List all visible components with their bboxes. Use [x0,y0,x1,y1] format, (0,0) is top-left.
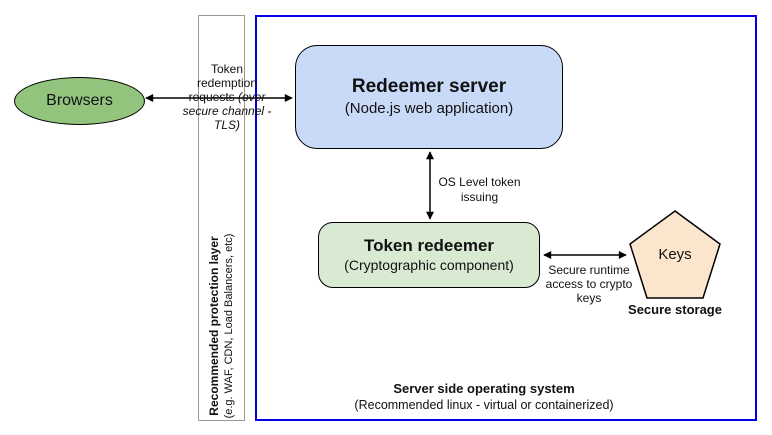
os-boundary-caption: Server side operating system (Recommende… [249,381,719,413]
browsers-ellipse: Browsers [14,77,145,125]
redeemer-server-box: Redeemer server (Node.js web application… [295,45,563,149]
label-token-redemption-requests: Token redemption requests (over secure c… [180,62,274,132]
secure-storage-caption: Secure storage [628,302,722,317]
token-redeemer-title: Token redeemer [363,235,495,255]
token-redeemer-subtitle: (Cryptographic component) [344,257,514,274]
label-os-level-token-issuing: OS Level token issuing [438,175,521,204]
keys-label: Keys [658,246,692,263]
os-boundary-subtitle: (Recommended linux - virtual or containe… [354,398,614,412]
protection-layer-title: Recommended protection layer [206,236,221,416]
label-token-redemption-requests-text: Token redemption requests [188,62,258,104]
token-redeemer-box: Token redeemer (Cryptographic component) [318,222,540,288]
protection-layer-strip: Recommended protection layer (e.g. WAF, … [198,15,245,421]
label-token-redemption-requests-italic: (over secure channel - TLS) [182,90,272,132]
label-secure-runtime-access: Secure runtime access to crypto keys [545,263,633,305]
redeemer-server-title: Redeemer server [351,75,507,97]
protection-layer-subtitle: (e.g. WAF, CDN, Load Balancers, etc) [222,233,235,419]
redeemer-server-subtitle: (Node.js web application) [344,99,514,117]
browsers-label: Browsers [46,92,113,109]
protection-layer-label: Recommended protection layer (e.g. WAF, … [207,234,237,419]
os-boundary-title: Server side operating system [393,381,575,396]
